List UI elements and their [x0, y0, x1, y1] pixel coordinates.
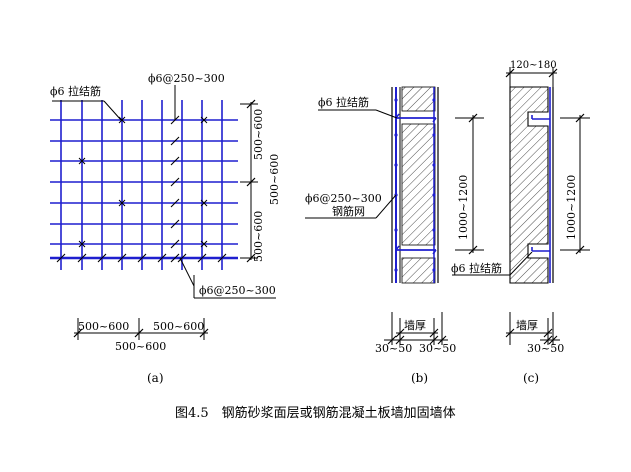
tie-bar-marks — [78, 116, 208, 248]
dim-height-tick-top — [468, 113, 478, 123]
brick-hatch-top — [401, 86, 436, 112]
dim-top-label: 120~180 — [510, 60, 557, 71]
dim-top-ticks — [505, 68, 558, 78]
wall-hatched-body — [509, 86, 549, 284]
caption-c: (c) — [523, 371, 539, 385]
cover-left-label: 30~50 — [375, 342, 412, 355]
junction-tick — [137, 253, 147, 263]
bar-spacing-top-label: ϕ6@250~300 — [148, 72, 225, 85]
tie-bar-mark — [78, 157, 86, 165]
cover-label: 30~50 — [527, 342, 564, 355]
dim-height-label: 1000~1200 — [565, 175, 578, 240]
tie-bar-mark — [78, 240, 86, 248]
tie-bar-leader-diagonal — [509, 251, 533, 276]
junction-tick — [170, 198, 180, 208]
junction-tick — [157, 253, 167, 263]
tie-bar-label: ϕ6 拉结筋 — [451, 261, 502, 275]
caption-a: (a) — [147, 371, 164, 385]
bar-bottom-leader — [179, 257, 195, 287]
thickness-ticks — [505, 328, 558, 345]
junction-tick — [170, 156, 180, 166]
dim-right-lower: 500~600 — [252, 211, 265, 262]
mesh-name-label: 钢筋网 — [332, 204, 365, 218]
dim-height-tick-bottom — [468, 245, 478, 255]
dim-right-upper: 500~600 — [252, 109, 265, 160]
bar-spacing-bottom-label: ϕ6@250~300 — [199, 284, 276, 297]
tie-bar-mark — [118, 199, 126, 207]
panel-a-elevation: ϕ6 拉结筋 ϕ6@250~300 ϕ6@250~300 500~600 500… — [50, 72, 281, 385]
junction-tick — [170, 253, 180, 263]
panel-b-section: ϕ6 拉结筋 ϕ6@250~300 钢筋网 1000~1200 墙厚 30~50… — [305, 86, 484, 385]
tie-bar-lower — [531, 247, 550, 252]
dim-right-mid: 500~600 — [268, 154, 281, 205]
dim-bottom-right: 500~600 — [153, 320, 204, 333]
tie-bar-mark — [118, 116, 126, 124]
caption-b: (b) — [411, 371, 428, 385]
junction-tick — [77, 253, 87, 263]
junction-tick — [97, 253, 107, 263]
junction-tick — [117, 253, 127, 263]
rebar-mesh — [50, 100, 238, 270]
dim-bottom-tick-right — [199, 328, 209, 338]
junction-tick — [217, 253, 227, 263]
mesh-spec-label: ϕ6@250~300 — [305, 192, 382, 205]
panel-c-section: 120~180 1000~1200 ϕ6 拉结筋 墙厚 30~50 (c) — [451, 60, 590, 385]
junction-tick — [197, 253, 207, 263]
dim-right-ticks — [240, 99, 258, 263]
brick-hatch-bottom — [401, 257, 436, 284]
cover-right-label: 30~50 — [419, 342, 456, 355]
tie-bar-mark — [200, 199, 208, 207]
junction-tick — [170, 219, 180, 229]
dim-bottom-left: 500~600 — [78, 320, 129, 333]
dim-height-label: 1000~1200 — [457, 175, 470, 240]
junction-tick — [177, 253, 187, 263]
tie-bar-upper — [531, 115, 550, 120]
thickness-ticks — [387, 328, 447, 345]
tie-hook-lower — [395, 245, 437, 255]
junction-tick — [170, 177, 180, 187]
figure-title: 图4.5 钢筋砂浆面层或钢筋混凝土板墙加固墙体 — [175, 405, 456, 421]
junction-tick — [56, 253, 66, 263]
tie-bar-label: ϕ6 拉结筋 — [50, 84, 101, 98]
tie-bar-label: ϕ6 拉结筋 — [318, 95, 369, 109]
brick-hatch-mid — [401, 123, 436, 246]
wall-thickness-label: 墙厚 — [404, 318, 426, 332]
dim-bottom-tick-mid — [134, 328, 144, 338]
dim-bottom-tick-left — [73, 328, 83, 338]
mesh-leader-diagonal — [375, 194, 397, 219]
dim-height-ticks — [575, 113, 585, 255]
tie-bar-leader-diagonal — [103, 100, 122, 121]
junction-tick — [170, 136, 180, 146]
tie-bar-mark — [200, 240, 208, 248]
tie-bar-mark — [200, 116, 208, 124]
tie-bar-leader-diagonal — [375, 109, 398, 119]
dim-bottom-total: 500~600 — [115, 340, 166, 353]
wall-thickness-label: 墙厚 — [516, 318, 538, 332]
rebar-dots — [394, 98, 436, 272]
junction-tick — [170, 239, 180, 249]
